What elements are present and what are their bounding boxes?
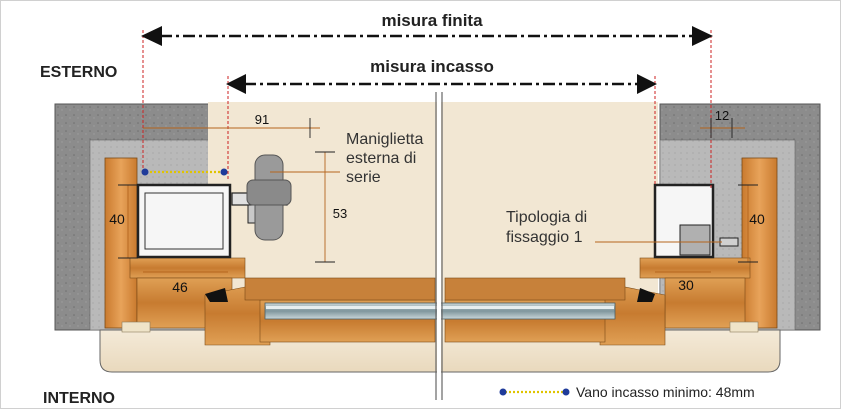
tipologia-line2: fissaggio 1 — [506, 229, 583, 246]
maniglietta-line1: Maniglietta — [346, 131, 423, 148]
dim-30: 30 — [678, 277, 694, 293]
aluminum-profile-right — [653, 183, 739, 259]
section-break-line — [435, 92, 443, 400]
interno-label: INTERNO — [43, 390, 115, 407]
misura-finita-dimension — [141, 26, 713, 46]
misura-incasso-label: misura incasso — [370, 57, 494, 76]
dim-53: 53 — [333, 206, 347, 221]
seal-left — [205, 288, 228, 302]
legend-dot-end — [562, 388, 570, 396]
legend: Vano incasso minimo: 48mm — [499, 384, 755, 400]
legend-text: Vano incasso minimo: 48mm — [576, 384, 755, 400]
legend-dot-start — [499, 388, 507, 396]
misura-finita-label: misura finita — [381, 11, 483, 30]
maniglietta-line3: serie — [346, 169, 381, 186]
dim-40-left: 40 — [109, 211, 125, 227]
external-handle — [246, 154, 292, 241]
esterno-label: ESTERNO — [40, 64, 117, 81]
dim-12: 12 — [715, 108, 729, 123]
dim-91: 91 — [255, 112, 269, 127]
seal-right — [637, 288, 655, 302]
wood-frame-left — [104, 157, 246, 333]
dim-46: 46 — [172, 279, 188, 295]
dimension-lines — [118, 118, 758, 273]
tipologia-line1: Tipologia di — [506, 209, 587, 226]
dim-40-right: 40 — [749, 211, 765, 227]
min-recess-marker — [141, 168, 228, 176]
maniglietta-line2: esterna di — [346, 150, 416, 167]
misura-incasso-dimension — [226, 74, 657, 94]
